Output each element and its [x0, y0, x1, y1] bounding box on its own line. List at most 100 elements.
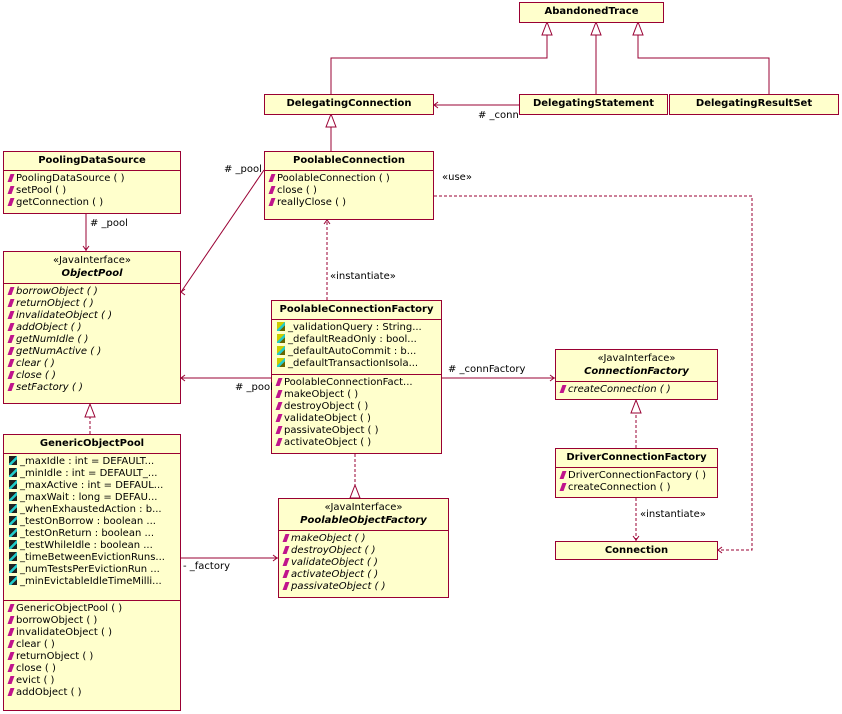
method-row[interactable]: makeObject ( ) [282, 533, 448, 545]
method-text: close ( ) [277, 185, 317, 196]
class-title: «JavaInterface»PoolableObjectFactory [279, 499, 448, 530]
method-row[interactable]: PoolingDataSource ( ) [7, 173, 180, 185]
class-generic-object-pool[interactable]: GenericObjectPool_maxIdle : int = DEFAUL… [3, 434, 181, 711]
attribute-row[interactable]: _maxWait : long = DEFAU... [9, 492, 180, 504]
method-icon [7, 628, 15, 636]
class-delegating-result-set[interactable]: DelegatingResultSet [669, 94, 839, 115]
method-icon [268, 174, 276, 182]
method-row[interactable]: getNumIdle ( ) [7, 334, 180, 346]
method-text: getNumIdle ( ) [16, 334, 89, 345]
method-text: reallyClose ( ) [277, 197, 347, 208]
class-delegating-statement[interactable]: DelegatingStatement [519, 94, 668, 115]
dependency-label-instantiate-poolable-connection: «instantiate» [330, 271, 396, 282]
method-row[interactable]: GenericObjectPool ( ) [7, 603, 180, 615]
method-row[interactable]: getConnection ( ) [7, 197, 180, 209]
method-row[interactable]: clear ( ) [7, 358, 180, 370]
method-row[interactable]: createConnection ( ) [559, 384, 717, 396]
attribute-icon [277, 346, 285, 355]
method-row[interactable]: validateObject ( ) [282, 557, 448, 569]
method-icon [275, 438, 283, 446]
attribute-row[interactable]: _timeBetweenEvictionRuns... [9, 552, 180, 564]
method-row[interactable]: close ( ) [7, 370, 180, 382]
method-icon [7, 186, 15, 194]
method-row[interactable]: addObject ( ) [7, 687, 180, 699]
method-row[interactable]: DriverConnectionFactory ( ) [559, 470, 717, 482]
attribute-row[interactable]: _minEvictableIdleTimeMilli... [9, 576, 180, 588]
methods-compartment: PoolingDataSource ( )setPool ( )getConne… [4, 170, 180, 213]
class-connection[interactable]: Connection [555, 541, 718, 560]
method-row[interactable]: activateObject ( ) [282, 569, 448, 581]
method-row[interactable]: clear ( ) [7, 639, 180, 651]
method-row[interactable]: returnObject ( ) [7, 651, 180, 663]
attribute-row[interactable]: _minIdle : int = DEFAULT_... [9, 468, 180, 480]
method-icon [275, 426, 283, 434]
method-icon [7, 335, 15, 343]
method-row[interactable]: invalidateObject ( ) [7, 627, 180, 639]
class-name: ObjectPool [61, 268, 123, 279]
attribute-row[interactable]: _maxActive : int = DEFAUL... [9, 480, 180, 492]
attribute-text: _timeBetweenEvictionRuns... [20, 552, 165, 563]
method-row[interactable]: evict ( ) [7, 675, 180, 687]
attribute-row[interactable]: _testWhileIdle : boolean ... [9, 540, 180, 552]
association-label-conn-factory: # _connFactory [448, 364, 526, 375]
class-delegating-connection[interactable]: DelegatingConnection [264, 94, 434, 115]
class-connection-factory[interactable]: «JavaInterface»ConnectionFactory createCo… [555, 349, 718, 400]
attribute-row[interactable]: _testOnReturn : boolean ... [9, 528, 180, 540]
class-title: «JavaInterface»ConnectionFactory [556, 350, 717, 381]
methods-compartment: GenericObjectPool ( )borrowObject ( )inv… [4, 600, 180, 703]
attribute-row[interactable]: _defaultAutoCommit : b... [277, 346, 441, 358]
generalization-arrowhead [632, 20, 644, 36]
attribute-icon [9, 456, 17, 465]
class-abandoned-trace[interactable]: AbandonedTrace [519, 2, 664, 23]
association-label-factory-pool: # _pool [235, 382, 273, 393]
class-poolable-connection-factory[interactable]: PoolableConnectionFactory_validationQuer… [271, 300, 442, 454]
method-row[interactable]: destroyObject ( ) [275, 401, 441, 413]
method-row[interactable]: destroyObject ( ) [282, 545, 448, 557]
attribute-row[interactable]: _testOnBorrow : boolean ... [9, 516, 180, 528]
method-row[interactable]: reallyClose ( ) [268, 197, 433, 209]
method-icon [7, 616, 15, 624]
method-row[interactable]: makeObject ( ) [275, 389, 441, 401]
attribute-icon [9, 516, 17, 525]
method-row[interactable]: borrowObject ( ) [7, 615, 180, 627]
attribute-icon [277, 334, 285, 343]
method-text: DriverConnectionFactory ( ) [568, 470, 707, 481]
method-row[interactable]: getNumActive ( ) [7, 346, 180, 358]
method-row[interactable]: PoolableConnection ( ) [268, 173, 433, 185]
method-icon [7, 688, 15, 696]
method-icon [282, 558, 290, 566]
method-row[interactable]: returnObject ( ) [7, 298, 180, 310]
method-row[interactable]: PoolableConnectionFact... [275, 377, 441, 389]
method-row[interactable]: passivateObject ( ) [275, 425, 441, 437]
class-poolable-object-factory[interactable]: «JavaInterface»PoolableObjectFactory make… [278, 498, 449, 598]
attribute-icon [9, 468, 17, 477]
method-row[interactable]: setFactory ( ) [7, 382, 180, 394]
method-row[interactable]: passivateObject ( ) [282, 581, 448, 593]
method-row[interactable]: invalidateObject ( ) [7, 310, 180, 322]
method-row[interactable]: activateObject ( ) [275, 437, 441, 449]
method-icon [7, 359, 15, 367]
attribute-row[interactable]: _validationQuery : String... [277, 322, 441, 334]
method-row[interactable]: setPool ( ) [7, 185, 180, 197]
method-icon [7, 652, 15, 660]
method-row[interactable]: addObject ( ) [7, 322, 180, 334]
dependency-label-instantiate-connection: «instantiate» [640, 509, 706, 520]
method-row[interactable]: validateObject ( ) [275, 413, 441, 425]
method-row[interactable]: createConnection ( ) [559, 482, 717, 494]
method-icon [268, 198, 276, 206]
attribute-row[interactable]: _defaultReadOnly : bool... [277, 334, 441, 346]
method-row[interactable]: close ( ) [268, 185, 433, 197]
attribute-row[interactable]: _maxIdle : int = DEFAULT... [9, 456, 180, 468]
attribute-row[interactable]: _defaultTransactionIsola... [277, 358, 441, 370]
method-row[interactable]: close ( ) [7, 663, 180, 675]
method-row[interactable]: borrowObject ( ) [7, 286, 180, 298]
class-title: DelegatingStatement [520, 95, 667, 113]
method-icon [275, 414, 283, 422]
navigation-arrowhead [717, 546, 723, 554]
attribute-row[interactable]: _numTestsPerEvictionRun ... [9, 564, 180, 576]
attribute-row[interactable]: _whenExhaustedAction : b... [9, 504, 180, 516]
